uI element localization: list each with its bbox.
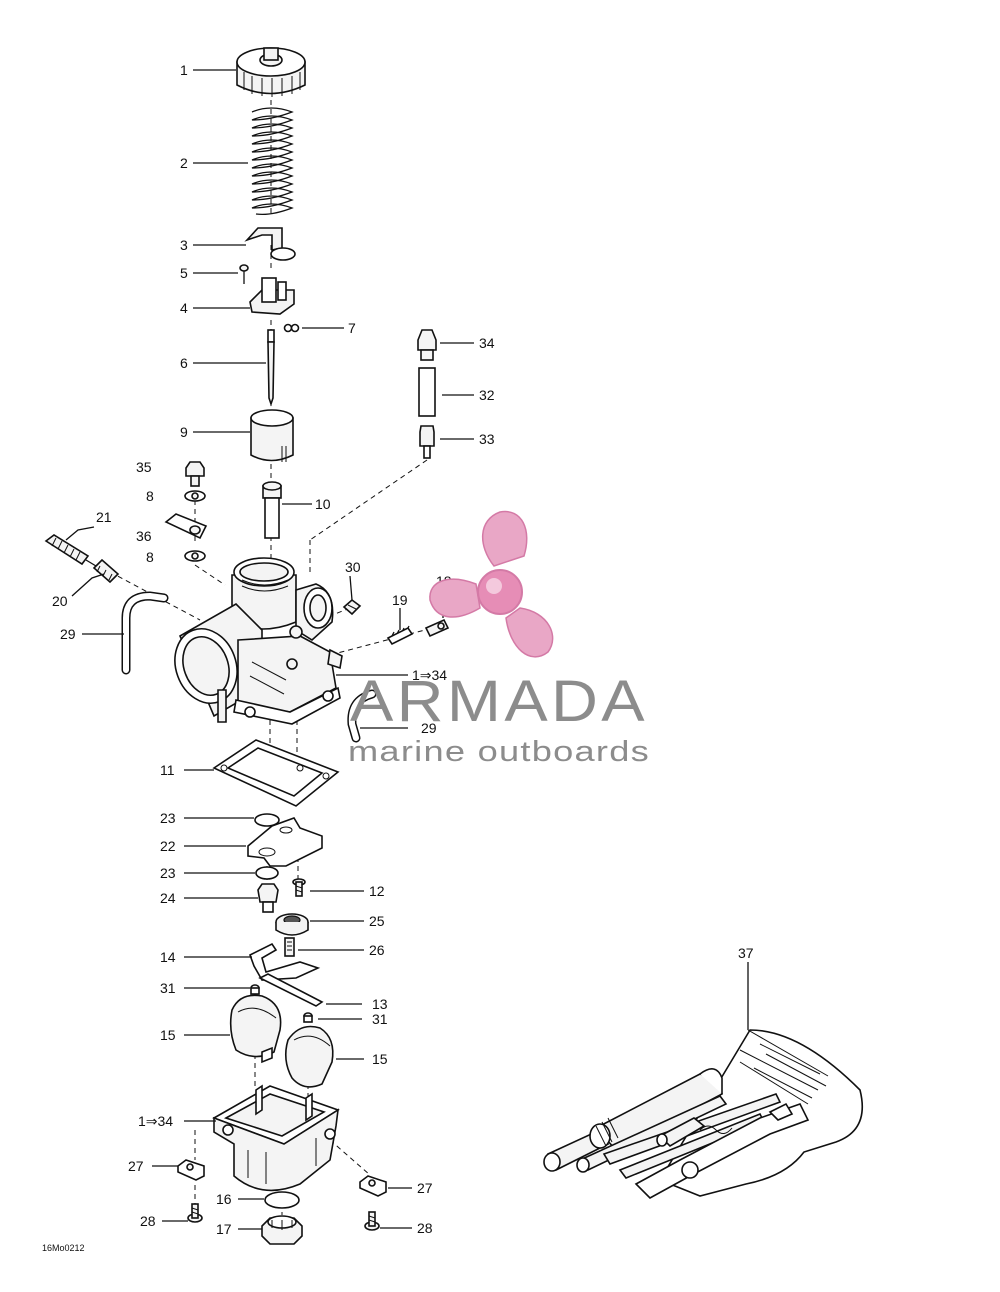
callout-30: 30 (345, 559, 361, 575)
bowl-clip-right-part (359, 1175, 387, 1197)
needle-valve-part (284, 937, 295, 957)
callout-5: 5 (180, 265, 188, 281)
float-cap-left-part (250, 984, 260, 995)
callout-29-left: 29 (60, 626, 76, 642)
callout-4: 4 (180, 300, 188, 316)
callout-10: 10 (315, 496, 331, 512)
callout-36: 36 (136, 528, 152, 544)
jet-needle-part (267, 329, 275, 407)
propeller-icon (429, 510, 554, 658)
callout-31-left: 31 (160, 980, 176, 996)
callout-25: 25 (369, 913, 385, 929)
callout-22: 22 (160, 838, 176, 854)
float-arm-part (249, 942, 321, 981)
carburetor-body-part (174, 557, 343, 725)
callout-21: 21 (96, 509, 112, 525)
callout-28-right: 28 (417, 1220, 433, 1236)
small-screw-part (239, 264, 249, 284)
clip-part (244, 227, 296, 261)
callout-12: 12 (369, 883, 385, 899)
callout-28-left: 28 (140, 1213, 156, 1229)
callout-14: 14 (160, 949, 176, 965)
holder-part (249, 277, 295, 315)
callout-23-upper: 23 (160, 810, 176, 826)
callout-35: 35 (136, 459, 152, 475)
callout-33: 33 (479, 431, 495, 447)
callout-8-lower: 8 (146, 549, 154, 565)
vent-hose-part (121, 591, 169, 675)
gasket-part (212, 739, 340, 807)
main-jet-part (257, 883, 279, 913)
callout-6: 6 (180, 355, 188, 371)
callout-29-right: 29 (421, 720, 437, 736)
callout-16: 16 (216, 1191, 232, 1207)
callout-8-upper: 8 (146, 488, 154, 504)
callout-2: 2 (180, 155, 188, 171)
throttle-valve-part (250, 409, 294, 462)
o-ring-upper-part (254, 813, 280, 827)
drain-o-ring-part (264, 1191, 300, 1209)
callout-20: 20 (52, 593, 68, 609)
watermark-tagline: marine outboards (348, 736, 650, 768)
drain-plug-part (261, 1215, 303, 1245)
bowl-screw-right-part (364, 1211, 380, 1231)
starter-plunger-part (417, 329, 437, 459)
callout-13: 13 (372, 996, 388, 1012)
cable-adjuster-part (164, 461, 208, 562)
needle-valve-seat-part (275, 913, 309, 936)
callout-1-34-upper: 1⇒34 (412, 667, 447, 683)
watermark-brand: ARMADA (350, 669, 648, 734)
callout-37: 37 (738, 945, 754, 961)
callout-26: 26 (369, 942, 385, 958)
callout-27-right: 27 (417, 1180, 433, 1196)
callout-27-left: 27 (128, 1158, 144, 1174)
air-screw-part (386, 618, 450, 646)
callout-15-left: 15 (160, 1027, 176, 1043)
o-ring-lower-part (255, 866, 279, 880)
plate-screw-part (292, 878, 306, 897)
callout-1: 1 (180, 62, 188, 78)
callout-7: 7 (348, 320, 356, 336)
e-clip-part (283, 323, 300, 333)
callout-32: 32 (479, 387, 495, 403)
callout-34-top: 34 (479, 335, 495, 351)
diagram-code: 16Mo0212 (42, 1243, 85, 1253)
leader-lines (65, 69, 749, 1230)
armada-watermark: ARMADA marine outboards (348, 510, 650, 768)
callout-3: 3 (180, 237, 188, 253)
callout-31-right: 31 (372, 1011, 388, 1027)
bowl-clip-left-part (177, 1159, 205, 1181)
callout-17: 17 (216, 1221, 232, 1237)
callout-24: 24 (160, 890, 176, 906)
baffle-plate-part (247, 817, 323, 867)
callout-1-34-lower: 1⇒34 (138, 1113, 173, 1129)
cap-part (236, 47, 306, 97)
callout-19: 19 (392, 592, 408, 608)
callout-9: 9 (180, 424, 188, 440)
spring-part (251, 107, 294, 216)
idle-screw-part (44, 534, 120, 584)
callout-23-lower: 23 (160, 865, 176, 881)
float-pin-part (258, 973, 324, 1007)
tool-kit-part (543, 1029, 864, 1199)
float-bowl-part (212, 1084, 340, 1192)
bowl-screw-left-part (187, 1203, 203, 1223)
throttle-stop-screw-part (342, 598, 362, 616)
float-right-part (284, 1025, 334, 1088)
overflow-hose-part (347, 689, 377, 743)
float-cap-right-part (303, 1012, 313, 1023)
callout-labels: 1 2 3 5 4 7 6 9 34 32 33 35 8 10 21 36 8… (42, 62, 754, 1253)
callout-15-right: 15 (372, 1051, 388, 1067)
needle-jet-part (262, 481, 282, 539)
float-left-part (229, 994, 282, 1064)
callout-11: 11 (160, 762, 175, 778)
